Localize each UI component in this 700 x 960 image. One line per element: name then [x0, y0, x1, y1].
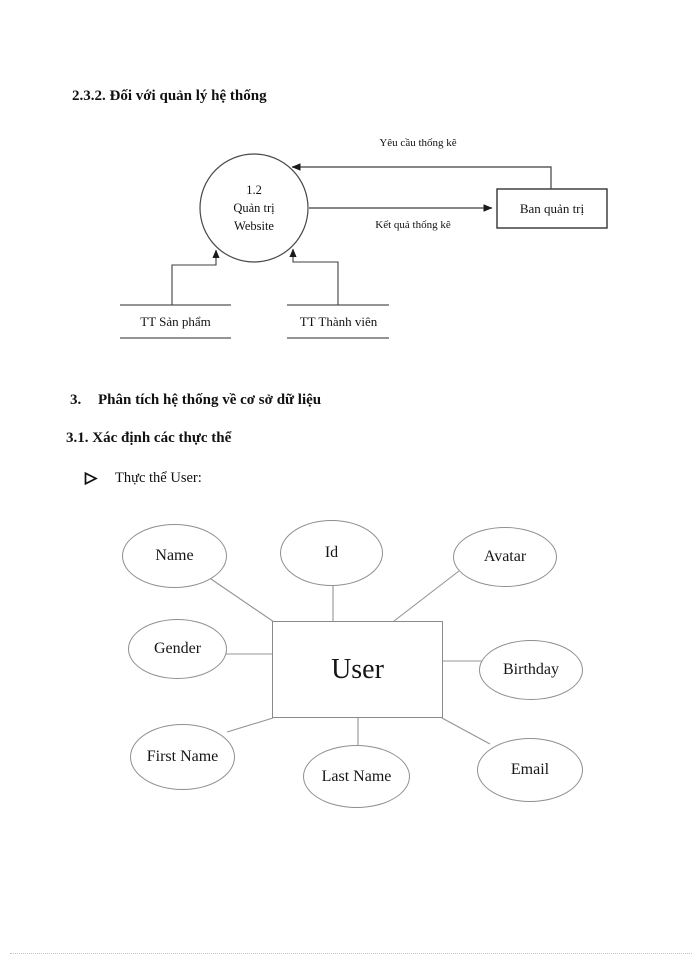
dfd-datastore-products-label: TT Sản phẩm	[140, 314, 211, 329]
erd-line-name	[210, 578, 275, 623]
erd-attribute-gender: Gender	[128, 619, 227, 679]
erd-line-email	[441, 717, 491, 745]
bullet-user-text: Thực thể User:	[115, 470, 202, 486]
dfd-process-name-line2: Website	[234, 219, 274, 233]
dfd-flow-request-label: Yêu cầu thống kê	[379, 137, 457, 149]
dfd-process-id: 1.2	[246, 183, 262, 197]
erd-attribute-email: Email	[477, 738, 583, 802]
erd-line-avatar	[393, 570, 460, 622]
dfd-flow-result-label: Kết quả thống kê	[375, 219, 451, 231]
dfd-datastore-members-label: TT Thành viên	[299, 314, 378, 329]
erd-attribute-name: Name	[122, 524, 227, 588]
erd-attribute-avatar: Avatar	[453, 527, 557, 587]
section-heading-2-3-2: 2.3.2. Đối với quản lý hệ thống	[72, 88, 267, 104]
erd-line-first-name	[226, 717, 274, 733]
section-heading-3-1: 3.1. Xác định các thực thể	[66, 430, 232, 446]
dfd-external-entity-label: Ban quản trị	[519, 200, 585, 216]
dfd-members-to-process-arrow	[289, 248, 339, 305]
erd-attribute-birthday: Birthday	[479, 640, 583, 700]
arrow-bullet-icon	[84, 472, 98, 485]
erd-entity-user-label: User	[331, 653, 384, 685]
dfd-process-circle	[199, 153, 309, 263]
erd-entity-user: User	[272, 621, 443, 718]
dfd-process-label: 1.2 Quản trị Website	[204, 181, 304, 235]
bullet-line-user-entity: Thực thể User:	[84, 470, 202, 487]
dfd-products-to-process-arrow	[171, 249, 220, 305]
section-heading-3: 3. Phân tích hệ thống về cơ sở dữ liệu	[70, 392, 321, 409]
dfd-external-entity-box	[496, 188, 608, 229]
erd-attribute-first-name: First Name	[130, 724, 235, 790]
erd-attribute-id: Id	[280, 520, 383, 586]
section-3-title: Phân tích hệ thống về cơ sở dữ liệu	[98, 392, 322, 408]
section-3-number: 3.	[70, 392, 82, 408]
erd-attribute-last-name: Last Name	[303, 745, 410, 808]
page-bottom-dotted-rule	[10, 953, 692, 954]
dfd-flow-request-arrow	[291, 163, 552, 189]
dfd-process-name-line1: Quản trị	[233, 201, 275, 215]
